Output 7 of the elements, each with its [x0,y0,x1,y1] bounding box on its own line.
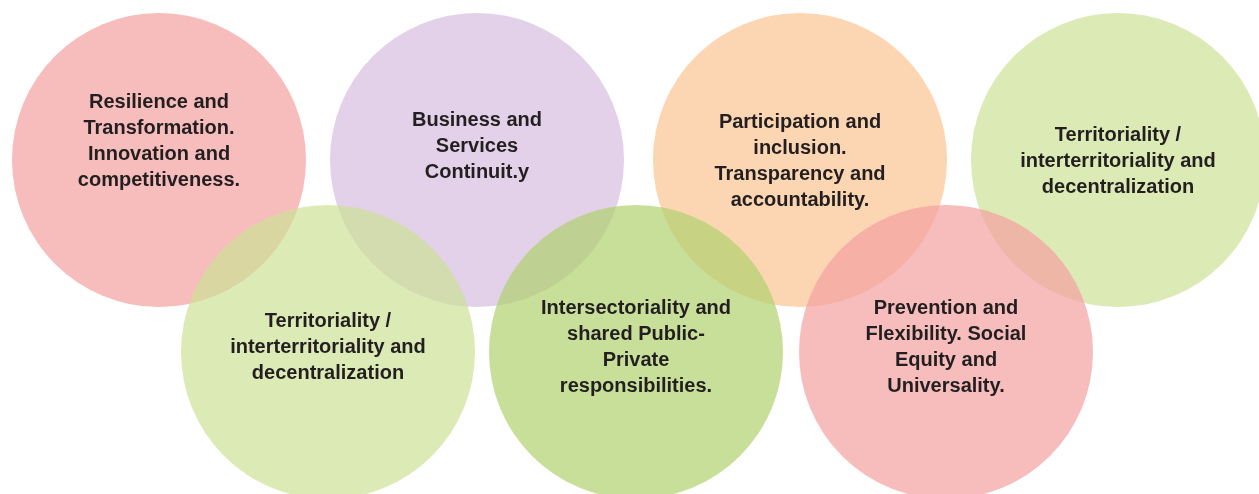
circle-label: Prevention and Flexibility. Social Equity and Universality. [864,295,1028,398]
circle-label: Territoriality / interterritoriality and decentralization [1019,122,1217,199]
circle-label: Participation and inclusion. Transparency and accountability. [713,109,887,212]
circle-label: Territoriality / interterritoriality and decentralization [229,308,427,385]
circle-label: Intersectoriality and shared Public-Private responsibilities. [539,295,733,398]
circle-label: Resilience and Transformation. Innovation and competitiveness. [76,89,242,192]
circle-label: Business and Services Continuit.y [410,107,543,184]
